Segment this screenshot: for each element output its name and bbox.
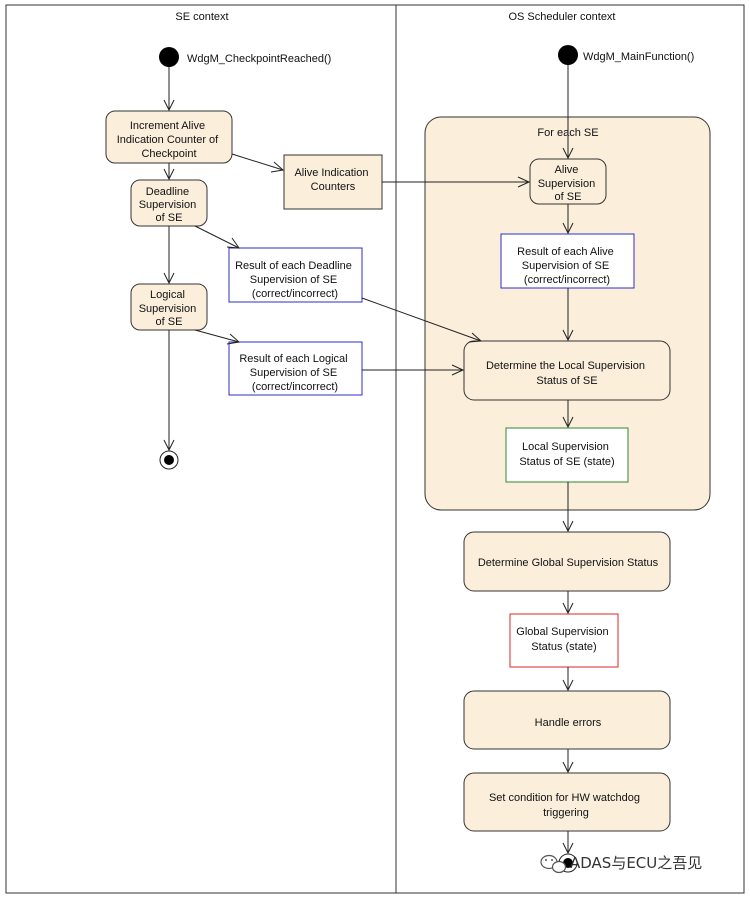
watermark-text: ADAS与ECU之吾见 <box>570 854 702 872</box>
svg-text:Alive Indication Counter: Alive Indication Counters <box>294 167 371 193</box>
svg-text:Determine the Local Supervisio: Determine the Local Supervision Status o… <box>486 360 648 387</box>
result-deadline-object: Result of each Deadline Supervision of S… <box>228 247 363 303</box>
increment-counter-activity: Increment Alive Indication Counter of Ch… <box>105 110 233 164</box>
alive-supervision-activity: Alive Supervision of SE <box>529 158 607 205</box>
svg-text:Increment Alive Indicati: Increment Alive Indication Counter of Ch… <box>117 120 222 160</box>
set-condition-activity: Set condition for HW watchdog triggering <box>463 772 671 832</box>
svg-text:Global Supervision Statu: Global Supervision Status (state) <box>516 626 611 653</box>
end-node-left <box>159 450 179 470</box>
svg-text:Result of each Deadline: Result of each Deadline Supervision of S… <box>235 260 355 300</box>
local-status-object: Local Supervision Status of SE (state) <box>505 427 629 483</box>
svg-text:Local Supervision Status: Local Supervision Status of SE (state) <box>519 441 614 468</box>
wechat-icon <box>540 854 567 874</box>
start-node-right <box>558 45 578 65</box>
start-label-right: WdgM_MainFunction() <box>583 51 694 63</box>
deadline-supervision-activity: Deadline Supervision of SE <box>130 179 208 227</box>
start-label-left: WdgM_CheckpointReached() <box>187 53 331 65</box>
svg-text:Result of each Alive Sup: Result of each Alive Supervision of SE (… <box>517 246 617 286</box>
start-node-left <box>159 47 179 67</box>
handle-errors-activity: Handle errors <box>463 690 671 750</box>
result-alive-object: Result of each Alive Supervision of SE (… <box>500 233 635 289</box>
global-status-object: Global Supervision Status (state) <box>509 613 619 668</box>
result-logical-object: Result of each Logical Supervision of SE… <box>228 341 363 396</box>
svg-text:Set condition for HW watchdog: Set condition for HW watchdog triggering <box>489 792 643 819</box>
determine-local-status-activity: Determine the Local Supervision Status o… <box>463 340 671 401</box>
svg-text:Alive Supervision: Alive Supervision of SE <box>538 164 599 203</box>
flow-edges <box>163 65 574 855</box>
os-scheduler-title: OS Scheduler context <box>508 11 615 23</box>
svg-text:Result of each Logical S: Result of each Logical Supervision of SE… <box>239 353 350 393</box>
determine-global-status-activity: Determine Global Supervision Status <box>463 531 671 592</box>
alive-indication-counters-object: Alive Indication Counters <box>283 154 383 210</box>
svg-text:Deadline Supervision: Deadline Supervision of SE <box>139 186 200 224</box>
svg-text:Handle errors: Handle errors <box>535 717 602 729</box>
watermark: ADAS与ECU之吾见 <box>540 854 702 874</box>
svg-text:Logical Supervision: Logical Supervision of SE <box>139 289 200 328</box>
svg-text:Determine Global Supervision S: Determine Global Supervision Status <box>478 557 659 569</box>
se-context-title: SE context <box>175 11 228 23</box>
logical-supervision-activity: Logical Supervision of SE <box>130 283 208 331</box>
